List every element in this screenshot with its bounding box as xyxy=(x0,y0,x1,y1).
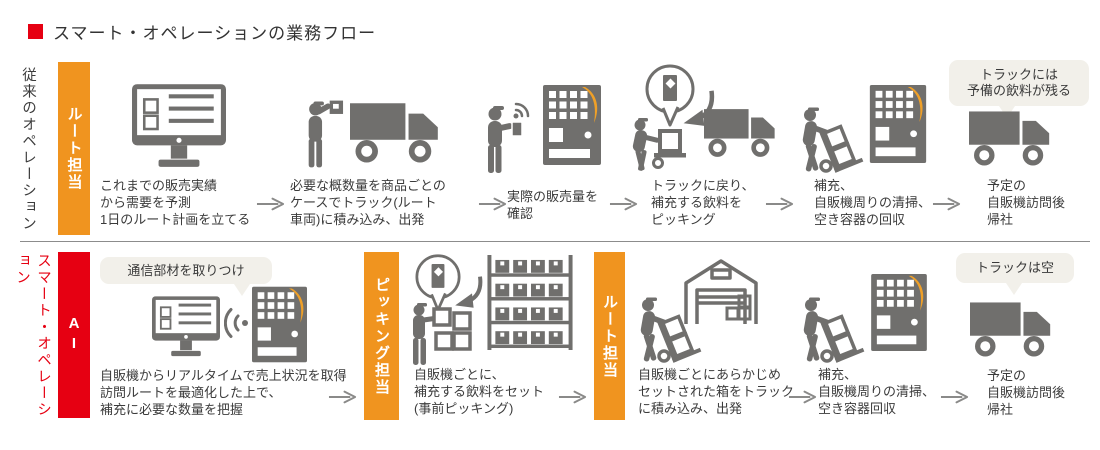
flow-arrow-icon xyxy=(328,389,359,405)
truck-icon xyxy=(970,301,1054,359)
monitor-checklist-icon xyxy=(152,296,220,360)
flow-arrow-icon xyxy=(932,196,963,212)
flow-arrow-icon xyxy=(256,196,287,212)
step-caption: 補充、 自販機周りの清掃、 空き容器の回収 xyxy=(814,178,932,227)
step-caption: 予定の 自販機訪問後 帰社 xyxy=(987,178,1066,227)
role-badge-route-traditional: ルート担当 xyxy=(58,62,90,235)
worker-handy-terminal-icon xyxy=(488,102,530,173)
callout-truck-has-reserve: トラックには 予備の飲料が残る xyxy=(949,60,1089,118)
vending-machine-icon xyxy=(869,85,927,163)
callout-comm-module: 通信部材を取りつけ xyxy=(100,257,272,296)
page-title-text: スマート・オペレーションの業務フロー xyxy=(53,24,377,43)
vending-machine-icon xyxy=(252,284,307,365)
wifi-signal-icon xyxy=(224,306,250,340)
role-badge-picking: ピッキング担当 xyxy=(364,252,399,420)
truck-icon xyxy=(969,110,1053,168)
vending-machine-icon xyxy=(871,274,927,351)
lane-label-smart: スマート・オペレーション xyxy=(14,253,51,418)
title-bullet-square xyxy=(28,24,43,39)
step-caption: 補充、 自販機周りの清掃、 空き容器回収 xyxy=(818,367,936,416)
step-caption: 実際の販売量を 確認 xyxy=(507,189,599,221)
role-badge-route-smart: ルート担当 xyxy=(594,252,625,420)
step-caption: 必要な概数量を商品ごとの ケースでトラック(ルート 車両)に積み込み、出発 xyxy=(290,178,446,227)
step-caption: 予定の 自販機訪問後 帰社 xyxy=(987,368,1066,417)
warehouse-garage-icon xyxy=(684,259,758,324)
step-caption: 自販機ごとに、 補充する飲料をセット (事前ピッキング) xyxy=(414,367,545,416)
monitor-checklist-icon xyxy=(132,84,226,172)
worker-hand-cart-icon xyxy=(799,107,869,174)
vending-machine-icon xyxy=(543,85,601,165)
flow-arrow-icon xyxy=(788,389,819,405)
flow-arrow-icon xyxy=(609,196,640,212)
page-title: スマート・オペレーションの業務フロー xyxy=(28,19,376,44)
worker-holding-box-icon xyxy=(308,100,344,168)
worker-picking-at-truck-icon xyxy=(632,64,778,171)
flow-arrow-icon xyxy=(940,389,971,405)
role-badge-ai: AI xyxy=(58,252,90,418)
step-caption: 自販機ごとにあらかじめ セットされた箱をトラック に積み込み、出発 xyxy=(638,367,795,416)
worker-hand-cart-icon xyxy=(637,297,707,364)
callout-truck-empty: トラックは空 xyxy=(956,253,1074,295)
flow-arrow-icon xyxy=(765,196,796,212)
step-caption: トラックに戻り、 補充する飲料を ピッキング xyxy=(651,178,755,227)
lane-divider xyxy=(20,241,1090,242)
worker-shelf-prepicking-icon xyxy=(413,254,484,365)
warehouse-shelf-icon xyxy=(487,255,573,350)
lane-label-traditional: 従来のオペレーション xyxy=(20,67,36,232)
flow-arrow-icon xyxy=(478,196,509,212)
worker-hand-cart-icon xyxy=(800,297,870,364)
flow-arrow-icon xyxy=(558,389,589,405)
step-caption: 自販機からリアルタイムで売上状況を取得 訪問ルートを最適化した上で、 補充に必要… xyxy=(100,368,347,417)
truck-icon xyxy=(350,103,442,164)
step-caption: これまでの販売実績 から需要を予測 1日のルート計画を立てる xyxy=(100,178,251,227)
